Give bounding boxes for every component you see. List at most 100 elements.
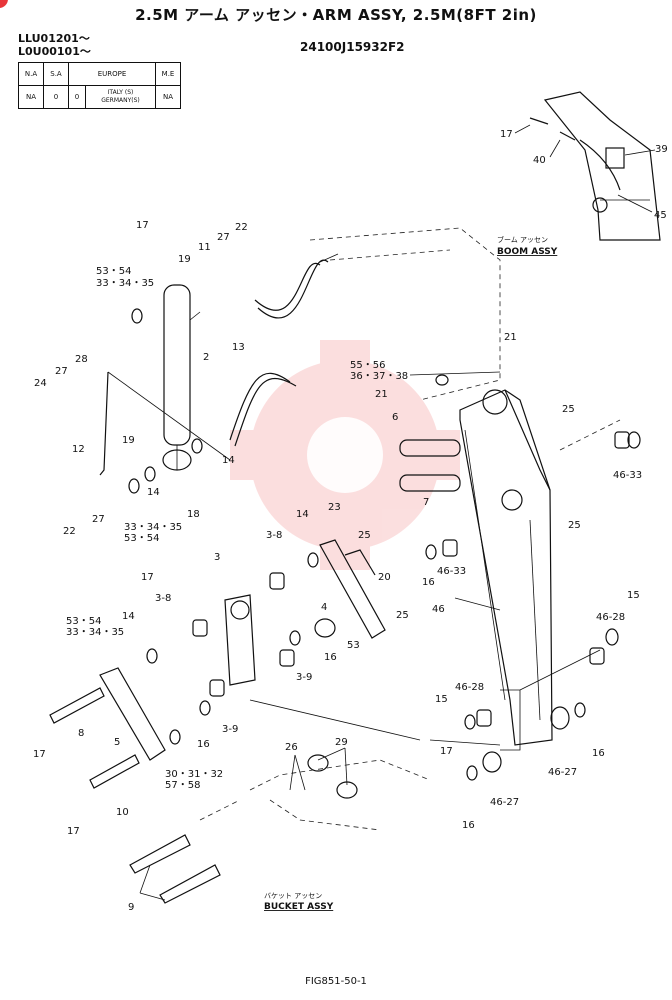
callout-16: 16 xyxy=(462,820,475,831)
leader-lines xyxy=(139,371,601,901)
callout-3: 3 xyxy=(214,552,220,563)
callout-53: 53 xyxy=(347,640,360,651)
callout-25: 25 xyxy=(396,610,409,621)
callout-3-9: 3-9 xyxy=(222,724,238,735)
callout-53-54: 53・54 xyxy=(66,616,101,627)
callout-33-34-35: 33・34・35 xyxy=(124,522,182,533)
callout-25: 25 xyxy=(568,520,581,531)
callout-14: 14 xyxy=(222,455,235,466)
callout-16: 16 xyxy=(197,739,210,750)
callout-4: 4 xyxy=(321,602,327,613)
callout-27: 27 xyxy=(55,366,68,377)
callout-labels: 17 40 39 45 ブーム アッセン BOOM ASSY 22 17 27 … xyxy=(33,129,668,913)
pins xyxy=(49,439,461,904)
callout-17: 17 xyxy=(33,749,46,760)
callout-2: 2 xyxy=(203,352,209,363)
callout-17: 17 xyxy=(500,129,513,140)
figure-id: FIG851-50-1 xyxy=(305,976,367,987)
callout-46-28: 46-28 xyxy=(455,682,484,693)
callout-14: 14 xyxy=(147,487,160,498)
callout-27: 27 xyxy=(217,232,230,243)
callout-17: 17 xyxy=(136,220,149,231)
callout-29: 29 xyxy=(335,737,348,748)
callout-15: 15 xyxy=(435,694,448,705)
serial-range-2: L0U00101～ xyxy=(18,45,91,58)
callout-14: 14 xyxy=(296,509,309,520)
callout-36-37-38: 36・37・38 xyxy=(350,371,408,382)
callout-8: 8 xyxy=(78,728,84,739)
callout-55-56: 55・56 xyxy=(350,360,385,371)
callout-20: 20 xyxy=(378,572,391,583)
callout-57-58: 57・58 xyxy=(165,780,200,791)
callout-21: 21 xyxy=(375,389,388,400)
spec-table: N.A S.A EUROPE M.E NA 0 0 ITALY (S) GERM… xyxy=(18,62,181,109)
boom-assy-jp-label: ブーム アッセン xyxy=(497,235,548,244)
callout-46-27: 46-27 xyxy=(548,767,577,778)
callout-27: 27 xyxy=(92,514,105,525)
callout-3-9: 3-9 xyxy=(296,672,312,683)
callout-33-34-35: 33・34・35 xyxy=(66,627,124,638)
callout-18: 18 xyxy=(187,509,200,520)
callout-46-28: 46-28 xyxy=(596,612,625,623)
callout-28: 28 xyxy=(75,354,88,365)
callout-7: 7 xyxy=(423,497,429,508)
callout-30-31-32: 30・31・32 xyxy=(165,769,223,780)
callout-16: 16 xyxy=(324,652,337,663)
callout-33-34-35: 33・34・35 xyxy=(96,278,154,289)
callout-40: 40 xyxy=(533,155,546,166)
o-rings xyxy=(307,754,358,799)
bucket-cylinder xyxy=(162,284,201,471)
callout-53-54: 53・54 xyxy=(124,533,159,544)
boom-outline xyxy=(309,227,621,451)
spec-header-europe: EUROPE xyxy=(68,62,156,86)
spec-country-germany: GERMANY(S) xyxy=(101,97,140,104)
hydraulic-hoses xyxy=(229,253,339,447)
callout-25: 25 xyxy=(562,404,575,415)
callout-5: 5 xyxy=(114,737,120,748)
spec-cell-sa: 0 xyxy=(43,85,69,109)
callout-3-8: 3-8 xyxy=(266,530,282,541)
boom-cylinder-detail xyxy=(514,91,661,241)
callout-10: 10 xyxy=(116,807,129,818)
callout-25: 25 xyxy=(358,530,371,541)
callout-17: 17 xyxy=(141,572,154,583)
callout-46-27: 46-27 xyxy=(490,797,519,808)
callout-26: 26 xyxy=(285,742,298,753)
callout-22: 22 xyxy=(63,526,76,537)
callout-3-8: 3-8 xyxy=(155,593,171,604)
callout-13: 13 xyxy=(232,342,245,353)
callout-15: 15 xyxy=(627,590,640,601)
callout-12: 12 xyxy=(72,444,85,455)
callout-45: 45 xyxy=(654,210,667,221)
bushings-and-washers xyxy=(128,308,641,781)
watermark-gear-hole xyxy=(307,417,383,493)
spec-country-italy: ITALY (S) xyxy=(107,89,134,96)
grease-pipe xyxy=(99,371,231,476)
bucket-assy-label: BUCKET ASSY xyxy=(264,902,334,912)
callout-21: 21 xyxy=(504,332,517,343)
callout-11: 11 xyxy=(198,242,211,253)
assembly-part-number: 24100J15932F2 xyxy=(300,40,405,54)
callout-6: 6 xyxy=(392,412,398,423)
corner-marker xyxy=(0,0,8,8)
callout-46: 46 xyxy=(432,604,445,615)
callout-22: 22 xyxy=(235,222,248,233)
callout-16: 16 xyxy=(422,577,435,588)
bucket-assy-jp-label: バケット アッセン xyxy=(264,892,322,900)
spec-cell-me: NA xyxy=(155,85,181,109)
page-title: 2.5M アーム アッセン・ARM ASSY, 2.5M(8FT 2in) xyxy=(135,6,537,24)
boom-assy-label: BOOM ASSY xyxy=(497,247,558,257)
callout-17: 17 xyxy=(440,746,453,757)
spec-header-na: N.A xyxy=(18,62,44,86)
callout-9: 9 xyxy=(128,902,134,913)
callout-19: 19 xyxy=(122,435,135,446)
bucket-outline xyxy=(199,759,431,831)
callout-53-54: 53・54 xyxy=(96,266,131,277)
callout-14: 14 xyxy=(122,611,135,622)
callout-39: 39 xyxy=(655,144,668,155)
callout-19: 19 xyxy=(178,254,191,265)
callout-46-33: 46-33 xyxy=(437,566,466,577)
callout-46-33: 46-33 xyxy=(613,470,642,481)
callout-23: 23 xyxy=(328,502,341,513)
